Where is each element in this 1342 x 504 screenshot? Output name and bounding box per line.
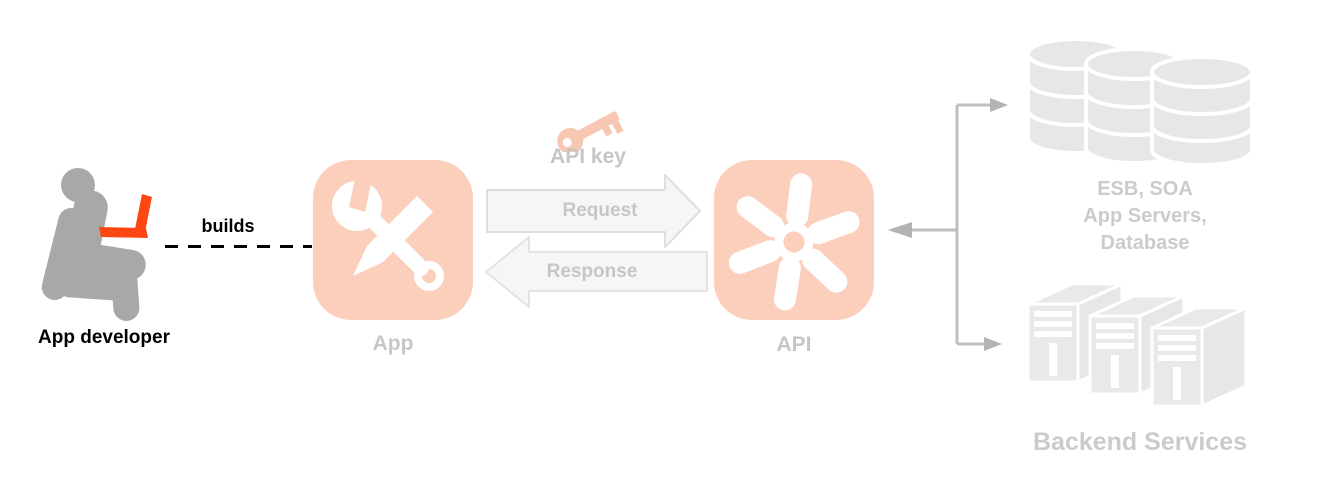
arrowhead-to-servers-icon xyxy=(984,337,1002,351)
request-arrow xyxy=(486,174,701,248)
api-label: API xyxy=(776,333,812,356)
builds-label: builds xyxy=(201,216,255,236)
app-developer-label: App developer xyxy=(38,327,170,348)
app-label: App xyxy=(372,332,414,355)
person-with-laptop-icon xyxy=(41,168,152,321)
database-stack-icon xyxy=(1026,37,1254,167)
api-key-label: API key xyxy=(550,145,626,168)
laptop-icon xyxy=(99,194,152,238)
api-tile xyxy=(714,160,874,320)
backend-connector-lines xyxy=(888,98,1008,351)
app-tile xyxy=(313,160,473,320)
response-arrow xyxy=(485,236,708,308)
wrench-and-pencil-icon xyxy=(332,174,444,291)
arrowhead-to-api-icon xyxy=(888,222,912,238)
server-towers-icon xyxy=(1026,282,1248,408)
builds-dashed-line xyxy=(165,245,312,248)
pinwheel-gear-icon xyxy=(728,173,860,311)
key-icon xyxy=(557,111,624,152)
esb-soa-label: ESB, SOA App Servers, Database xyxy=(1083,178,1207,254)
arrowhead-to-databases-icon xyxy=(990,98,1008,112)
backend-services-label: Backend Services xyxy=(1032,428,1248,456)
response-label: Response xyxy=(546,261,638,282)
request-label: Request xyxy=(562,200,638,221)
